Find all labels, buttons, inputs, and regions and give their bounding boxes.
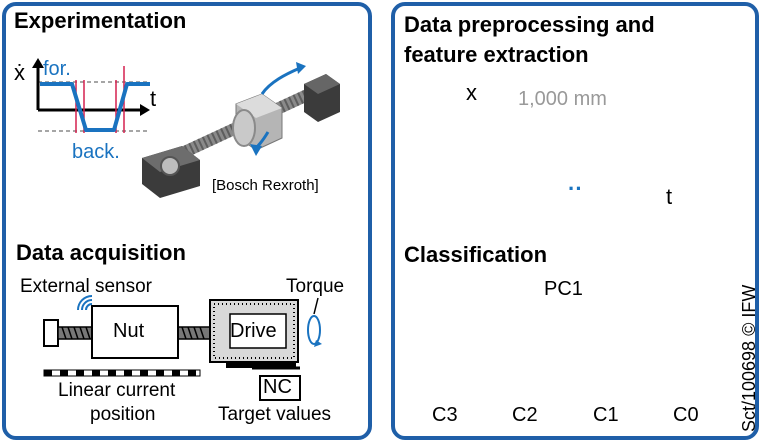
- distance-label: 1,000 mm: [518, 88, 607, 110]
- side-note: Sct/100698 © IFW: [739, 284, 759, 432]
- class-label-c3: C3: [432, 404, 458, 426]
- pc1-label: PC1: [544, 278, 583, 300]
- right-panel: [391, 2, 759, 440]
- forward-arrow-icon: [296, 62, 306, 74]
- class-label-c1: C1: [593, 404, 619, 426]
- velocity-signal: [40, 82, 150, 132]
- sensor-wave-icon: [77, 295, 93, 311]
- forward-label: for.: [43, 58, 71, 80]
- velocity-plot: [32, 58, 150, 133]
- nc-label: NC: [263, 376, 292, 398]
- shaft-end-block: [43, 319, 59, 347]
- torque-icon: [307, 315, 321, 345]
- linear-position-label-2: position: [90, 404, 156, 425]
- y-axis-arrow-icon: [32, 58, 44, 68]
- x-axis-arrow-icon: [140, 104, 150, 116]
- classification-title: Classification: [404, 242, 548, 267]
- torque-pointer: [313, 297, 319, 315]
- velocity-y-label: ẋ: [14, 60, 25, 85]
- ellipsis-label: ··: [568, 176, 583, 201]
- nut-label: Nut: [113, 320, 145, 342]
- preprocessing-title-line2: feature extraction: [404, 42, 589, 67]
- position-y-label: x: [466, 80, 477, 105]
- class-label-c0: C0: [673, 404, 699, 426]
- class-label-c2: C2: [512, 404, 538, 426]
- backward-arrow-icon: [250, 144, 262, 156]
- external-sensor-label: External sensor: [20, 276, 153, 297]
- nc-box: [259, 375, 301, 401]
- position-x-label: t: [666, 184, 673, 209]
- torque-label: Torque: [286, 276, 345, 297]
- target-values-label: Target values: [218, 404, 332, 425]
- image-credit: [Bosch Rexroth]: [212, 177, 319, 194]
- ball-screw-illustration: [142, 62, 340, 198]
- experimentation-title: Experimentation: [14, 8, 187, 33]
- velocity-x-label: t: [150, 86, 157, 111]
- acquisition-diagram: [43, 295, 322, 401]
- backward-label: back.: [72, 141, 120, 163]
- preprocessing-title-line1: Data preprocessing and: [404, 12, 655, 37]
- acquisition-title: Data acquisition: [16, 240, 186, 265]
- left-panel: [2, 2, 372, 440]
- nut-box: [91, 305, 179, 359]
- linear-position-label-1: Linear current: [58, 380, 176, 401]
- drive-label: Drive: [230, 320, 277, 342]
